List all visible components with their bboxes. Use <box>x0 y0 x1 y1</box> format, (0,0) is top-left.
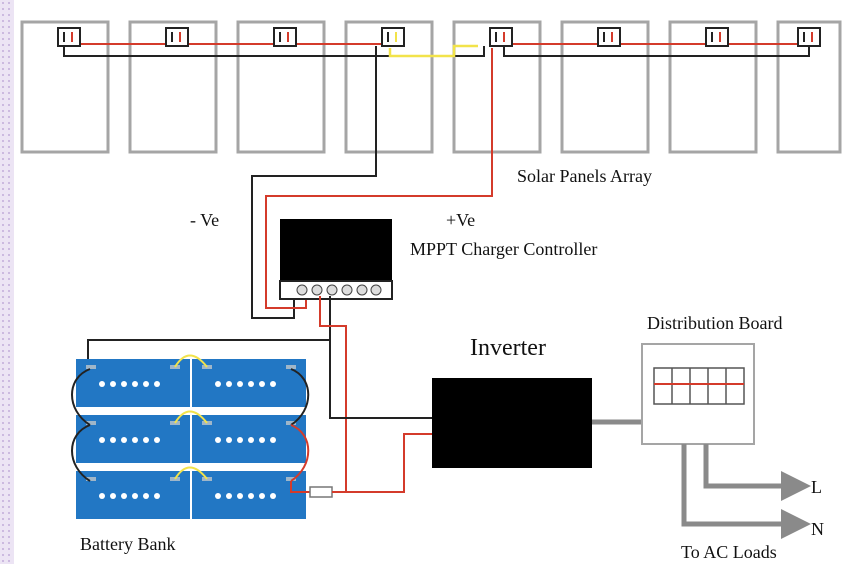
battery-interconnects <box>71 354 310 482</box>
inverter <box>432 378 592 468</box>
mppt-controller-label: MPPT Charger Controller <box>410 239 598 259</box>
solar-panels-array-label: Solar Panels Array <box>517 166 652 186</box>
array-positive-wire <box>265 48 493 309</box>
neutral-label: N <box>811 519 824 539</box>
negative-terminal-label: - Ve <box>190 210 220 230</box>
distribution-board <box>641 343 755 445</box>
diagram-canvas: Solar Panels Array - Ve +Ve MPPT Charger… <box>14 0 842 564</box>
ac-loads-label: To AC Loads <box>681 542 777 562</box>
inverter-positive-wire <box>332 433 432 493</box>
live-label: L <box>811 477 822 497</box>
battery-negative-wire <box>87 296 331 370</box>
distribution-board-label: Distribution Board <box>647 313 783 333</box>
positive-terminal-label: +Ve <box>446 210 476 230</box>
battery-bank <box>76 359 306 519</box>
mppt-charger-controller <box>279 219 393 300</box>
array-negative-wire <box>251 46 377 319</box>
battery-output-positive-wire <box>290 481 310 493</box>
fuse <box>309 486 333 498</box>
battery-positive-wire <box>319 296 347 492</box>
junction-terminals <box>63 32 813 42</box>
live-wire-arrow <box>703 444 811 501</box>
panel-series-wiring <box>63 43 810 58</box>
jumper-wire <box>388 44 478 58</box>
inverter-label: Inverter <box>470 335 546 361</box>
wiring-diagram <box>20 20 842 539</box>
battery-bank-label: Battery Bank <box>80 534 176 554</box>
inverter-negative-wire <box>329 340 432 419</box>
neutral-wire-arrow <box>681 444 811 539</box>
